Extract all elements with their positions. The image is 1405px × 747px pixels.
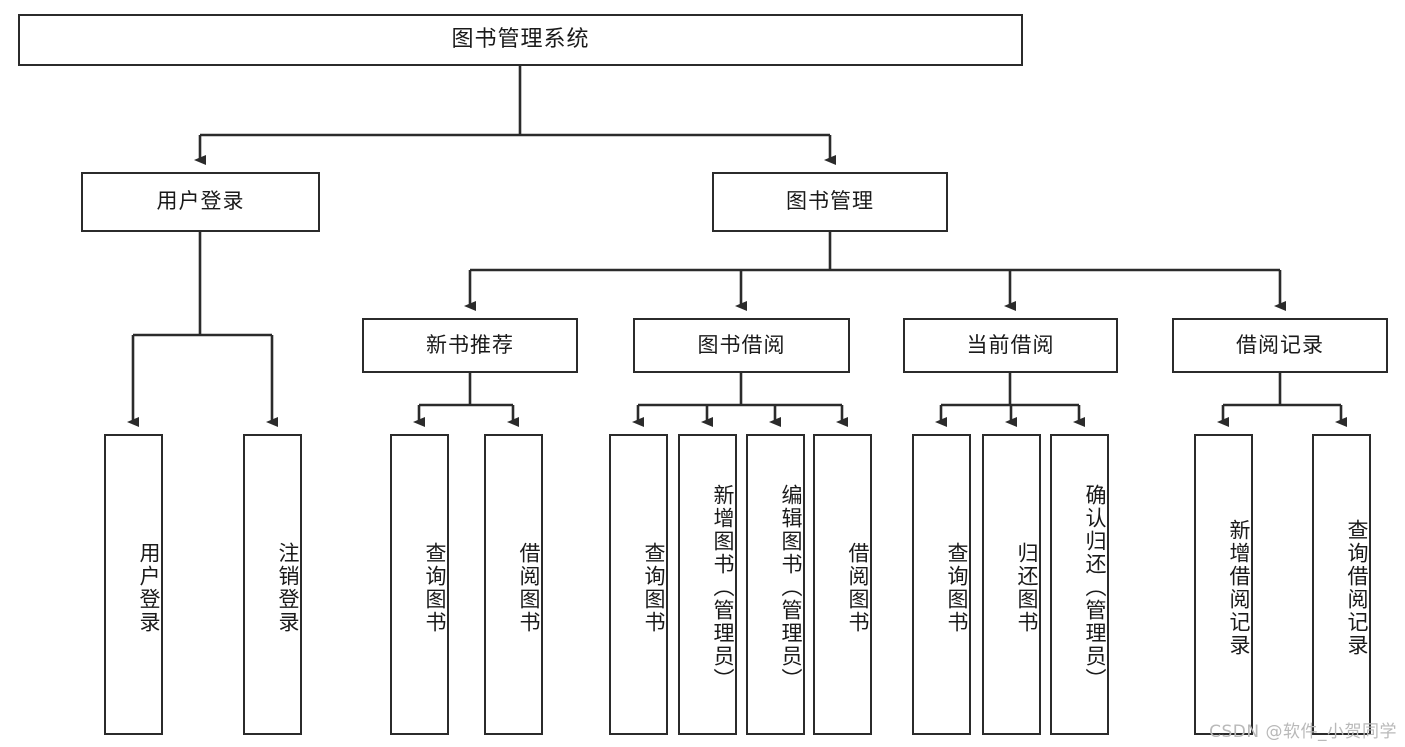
leaf-label: 查询借阅记录 [1345, 518, 1369, 657]
node-new-book-recommend[interactable]: 新书推荐 [362, 318, 578, 373]
leaf-user-login[interactable]: 用户登录 [104, 434, 163, 735]
leaf-label: 查询图书 [642, 541, 666, 634]
leaf-query-book-newbook[interactable]: 查询图书 [390, 434, 449, 735]
leaf-label: 新增借阅记录 [1227, 518, 1251, 657]
leaf-add-book-admin[interactable]: 新增图书（管理员） [678, 434, 737, 735]
leaf-label: 查询图书 [423, 541, 447, 634]
leaf-label: 查询图书 [945, 541, 969, 634]
leaf-return-book[interactable]: 归还图书 [982, 434, 1041, 735]
node-current-borrow[interactable]: 当前借阅 [903, 318, 1118, 373]
leaf-logout[interactable]: 注销登录 [243, 434, 302, 735]
leaf-label: 新增图书（管理员） [711, 484, 735, 691]
node-book-borrow[interactable]: 图书借阅 [633, 318, 850, 373]
node-book-management[interactable]: 图书管理 [712, 172, 948, 232]
leaf-label: 编辑图书（管理员） [779, 484, 803, 691]
leaf-label: 归还图书 [1015, 541, 1039, 634]
node-root[interactable]: 图书管理系统 [18, 14, 1023, 66]
leaf-label: 借阅图书 [517, 541, 541, 634]
leaf-label: 确认归还（管理员） [1083, 484, 1107, 691]
leaf-label: 用户登录 [137, 541, 161, 634]
node-borrow-record[interactable]: 借阅记录 [1172, 318, 1388, 373]
leaf-borrow-book-newbook[interactable]: 借阅图书 [484, 434, 543, 735]
leaf-label: 借阅图书 [846, 541, 870, 634]
leaf-confirm-return-admin[interactable]: 确认归还（管理员） [1050, 434, 1109, 735]
leaf-query-borrow-record[interactable]: 查询借阅记录 [1312, 434, 1371, 735]
leaf-label: 注销登录 [276, 541, 300, 634]
leaf-add-borrow-record[interactable]: 新增借阅记录 [1194, 434, 1253, 735]
leaf-edit-book-admin[interactable]: 编辑图书（管理员） [746, 434, 805, 735]
leaf-query-book-borrow[interactable]: 查询图书 [609, 434, 668, 735]
leaf-query-book-current[interactable]: 查询图书 [912, 434, 971, 735]
leaf-lend-book[interactable]: 借阅图书 [813, 434, 872, 735]
node-user-login[interactable]: 用户登录 [81, 172, 320, 232]
